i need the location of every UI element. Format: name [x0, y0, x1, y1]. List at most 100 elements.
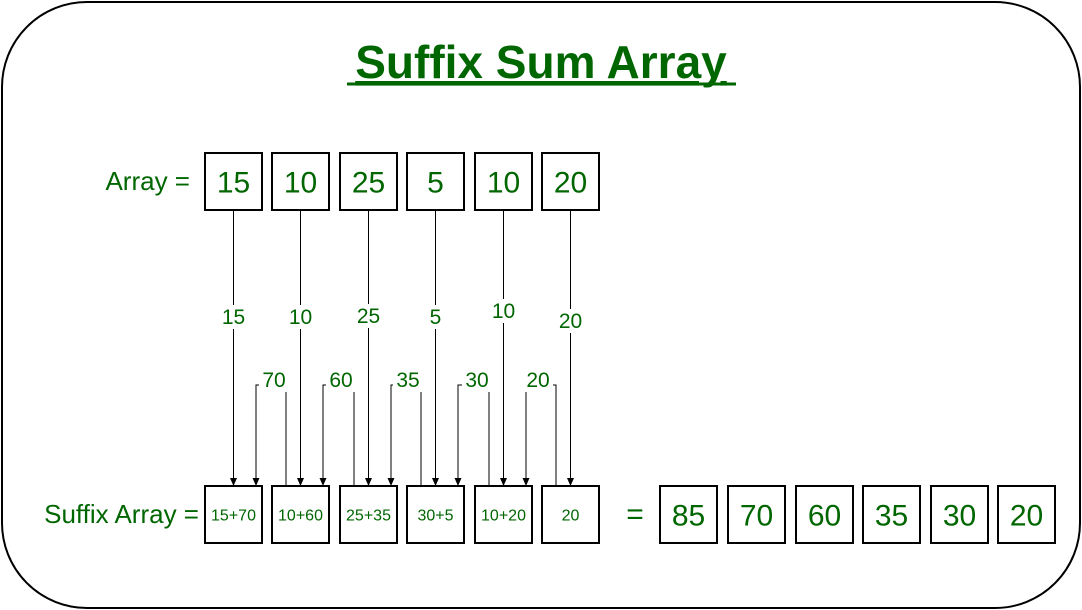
arrowhead: [567, 478, 574, 486]
carry-arrow: [322, 384, 355, 486]
suffix-array-cell-box: [541, 485, 600, 544]
result-array-cell-value: 70: [740, 499, 773, 532]
suffix-array-cell: 15+70: [204, 485, 263, 544]
suffix-array-cell-box: [204, 485, 263, 544]
label-background: [426, 305, 445, 329]
result-array-cell-box: [997, 485, 1056, 544]
arrow-label: 10: [492, 300, 515, 323]
input-array-cell-value: 5: [427, 166, 444, 199]
result-array-cell: 35: [862, 485, 921, 544]
input-array-cell: 10: [474, 152, 533, 211]
input-array-cell-value: 15: [217, 166, 250, 199]
carry-arrow: [390, 384, 422, 486]
arrowhead: [522, 478, 530, 486]
result-array-cell-box: [862, 485, 921, 544]
arrowhead: [387, 478, 395, 486]
result-array-cell-box: [930, 485, 989, 544]
input-array-cell-value: 10: [487, 166, 520, 199]
result-array-cell: 60: [795, 485, 854, 544]
label-background: [259, 368, 289, 392]
suffix-array-cell: 10+20: [474, 485, 533, 544]
label-background: [462, 368, 492, 392]
label-background: [488, 299, 519, 323]
suffix-array-cell-value: 30+5: [417, 507, 453, 524]
diagram-title: Suffix Sum Array: [355, 36, 727, 88]
input-array-cell-value: 10: [284, 166, 317, 199]
input-array-cell-box: [541, 152, 600, 211]
input-array-cell-box: [406, 152, 465, 211]
equals-sign: =: [626, 498, 644, 531]
carry-arrow: [255, 384, 287, 486]
result-array-cell-value: 35: [875, 499, 908, 532]
arrow-label: 5: [430, 306, 442, 329]
suffix-array-cell: 30+5: [406, 485, 465, 544]
suffix-array-cell-box: [271, 485, 330, 544]
arrow-label: 10: [289, 306, 312, 329]
result-array-cell-value: 60: [808, 499, 841, 532]
suffix-array-cell-value: 15+70: [211, 507, 256, 524]
label-background: [218, 305, 249, 329]
arrow-label: 20: [526, 369, 549, 392]
result-array-cell-value: 20: [1010, 499, 1043, 532]
result-array-cell: 30: [930, 485, 989, 544]
suffix-array-cell-value: 10+60: [278, 507, 323, 524]
suffix-array: 15+70 10+60 25+35 30+5 10+20 20: [204, 485, 600, 544]
input-array-cell-box: [339, 152, 398, 211]
label-background: [353, 304, 384, 328]
arrow-label: 60: [329, 369, 352, 392]
suffix-array-cell: 25+35: [339, 485, 398, 544]
input-array-cell-value: 25: [352, 166, 385, 199]
arrow-label: 20: [559, 310, 582, 333]
arrow-layer: 15 10 25 5 10 20 70 60 35 30 20: [218, 210, 586, 486]
input-array-cell: 15: [204, 152, 263, 211]
arrow-label: 35: [396, 369, 419, 392]
arrowhead: [319, 478, 327, 486]
input-array-cell: 10: [271, 152, 330, 211]
arrow-label: 15: [222, 306, 245, 329]
suffix-array-cell-value: 25+35: [346, 507, 391, 524]
label-background: [393, 368, 423, 392]
label-background: [555, 309, 586, 333]
arrowhead: [454, 478, 462, 486]
result-array-cell-box: [795, 485, 854, 544]
result-array-cell: 70: [727, 485, 786, 544]
suffix-array-cell-value: 10+20: [481, 507, 526, 524]
input-array-cell-box: [204, 152, 263, 211]
suffix-array-cell: 20: [541, 485, 600, 544]
result-array-cell: 20: [997, 485, 1056, 544]
carry-arrow: [457, 384, 490, 486]
arrowhead: [500, 478, 507, 486]
result-array-cell-value: 30: [943, 499, 976, 532]
label-background: [326, 368, 356, 392]
suffix-array-cell: 10+60: [271, 485, 330, 544]
arrowhead: [252, 478, 260, 486]
result-array-cell: 85: [659, 485, 718, 544]
input-array: 15 10 25 5 10 20: [204, 152, 600, 211]
input-array-cell-box: [271, 152, 330, 211]
carry-arrow: [525, 384, 557, 486]
label-background: [285, 305, 316, 329]
suffix-array-cell-box: [474, 485, 533, 544]
input-array-cell: 20: [541, 152, 600, 211]
result-array-cell-value: 85: [672, 499, 705, 532]
label-background: [523, 368, 553, 392]
input-array-cell-box: [474, 152, 533, 211]
arrow-label: 25: [357, 305, 380, 328]
array-label: Array =: [105, 166, 190, 196]
result-array: 85 70 60 35 30 20: [659, 485, 1056, 544]
input-array-cell: 25: [339, 152, 398, 211]
arrowhead: [230, 478, 237, 486]
suffix-array-cell-box: [406, 485, 465, 544]
arrowhead: [365, 478, 372, 486]
arrow-label: 30: [465, 369, 488, 392]
suffix-array-cell-box: [339, 485, 398, 544]
arrow-label: 70: [262, 369, 285, 392]
arrowhead: [297, 478, 304, 486]
suffix-array-label: Suffix Array =: [44, 499, 199, 529]
input-array-cell: 5: [406, 152, 465, 211]
result-array-cell-box: [727, 485, 786, 544]
input-array-cell-value: 20: [554, 166, 587, 199]
arrowhead: [432, 478, 439, 486]
suffix-array-cell-value: 20: [562, 507, 580, 524]
